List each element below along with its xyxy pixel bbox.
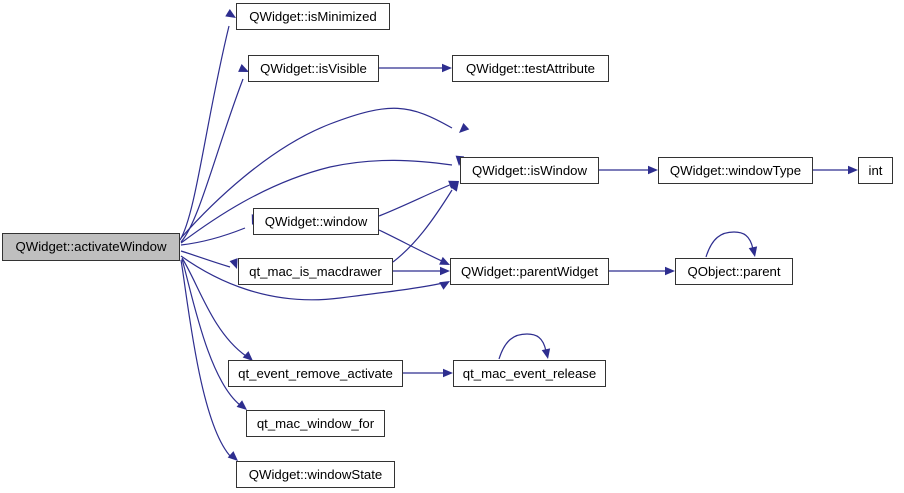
- edge-macdrawer-to-isWindow: [392, 181, 459, 263]
- edge-parentWidget-to-qobjectParent: [609, 266, 675, 276]
- node-isWindow[interactable]: QWidget::isWindow: [460, 157, 599, 184]
- node-macdrawer[interactable]: qt_mac_is_macdrawer: [238, 258, 393, 285]
- node-macEventRelease[interactable]: qt_mac_event_release: [453, 360, 606, 387]
- node-activateWindow[interactable]: QWidget::activateWindow: [2, 233, 180, 261]
- node-label: QWidget::isVisible: [260, 60, 367, 76]
- node-label: QWidget::windowState: [248, 466, 383, 482]
- node-eventRemoveActivate[interactable]: qt_event_remove_activate: [228, 360, 403, 387]
- edge-macEventRelease-to-macEventRelease: [498, 333, 551, 360]
- edge-eventRemoveActivate-to-macEventRelease: [403, 368, 453, 378]
- node-label: QWidget::isWindow: [471, 162, 588, 178]
- edge-activateWindow-to-macdrawer: [180, 250, 238, 269]
- node-isVisible[interactable]: QWidget::isVisible: [248, 55, 379, 82]
- node-label: QWidget::activateWindow: [15, 239, 167, 255]
- arrowhead-icon: [442, 63, 452, 73]
- arrowhead-icon: [448, 180, 459, 189]
- arrowhead-icon: [443, 368, 453, 378]
- edge-window-to-isWindow: [378, 180, 459, 217]
- edge-activateWindow-to-isMinimized: [179, 9, 236, 241]
- node-testAttribute[interactable]: QWidget::testAttribute: [452, 55, 609, 82]
- edge-isWindow-to-windowType: [599, 165, 658, 175]
- node-isMinimized[interactable]: QWidget::isMinimized: [236, 3, 390, 30]
- arrowhead-icon: [541, 348, 551, 359]
- node-label: QObject::parent: [687, 263, 781, 279]
- node-label: QWidget::parentWidget: [460, 263, 599, 279]
- node-label: int: [868, 162, 883, 178]
- node-label: QWidget::testAttribute: [466, 60, 595, 76]
- edge-isVisible-to-testAttribute: [379, 63, 452, 73]
- edge-macdrawer-to-parentWidget: [393, 266, 450, 276]
- node-label: qt_mac_is_macdrawer: [249, 263, 382, 279]
- node-windowState[interactable]: QWidget::windowState: [236, 461, 395, 488]
- arrowhead-icon: [440, 266, 450, 276]
- arrowhead-icon: [459, 123, 470, 133]
- edge-qobjectParent-to-qobjectParent: [705, 231, 758, 258]
- node-label: QWidget::windowType: [669, 162, 802, 178]
- node-macWindowFor[interactable]: qt_mac_window_for: [246, 410, 385, 437]
- node-windowType[interactable]: QWidget::windowType: [658, 157, 813, 184]
- arrowhead-icon: [665, 266, 675, 276]
- arrowhead-icon: [848, 165, 858, 175]
- arrowhead-icon: [748, 246, 758, 257]
- node-label: qt_mac_window_for: [256, 415, 375, 431]
- node-qobjectParent[interactable]: QObject::parent: [675, 258, 793, 285]
- edge-activateWindow-to-window: [180, 214, 260, 246]
- node-label: qt_mac_event_release: [462, 365, 597, 381]
- node-parentWidget[interactable]: QWidget::parentWidget: [450, 258, 609, 285]
- node-label: QWidget::isMinimized: [249, 8, 377, 24]
- node-window[interactable]: QWidget::window: [253, 208, 379, 235]
- node-label: QWidget::window: [264, 213, 368, 229]
- arrowhead-icon: [648, 165, 658, 175]
- edge-windowType-to-int: [813, 165, 858, 175]
- edge-activateWindow-to-isVisible: [180, 64, 249, 243]
- node-int[interactable]: int: [858, 157, 893, 184]
- node-label: qt_event_remove_activate: [238, 365, 393, 381]
